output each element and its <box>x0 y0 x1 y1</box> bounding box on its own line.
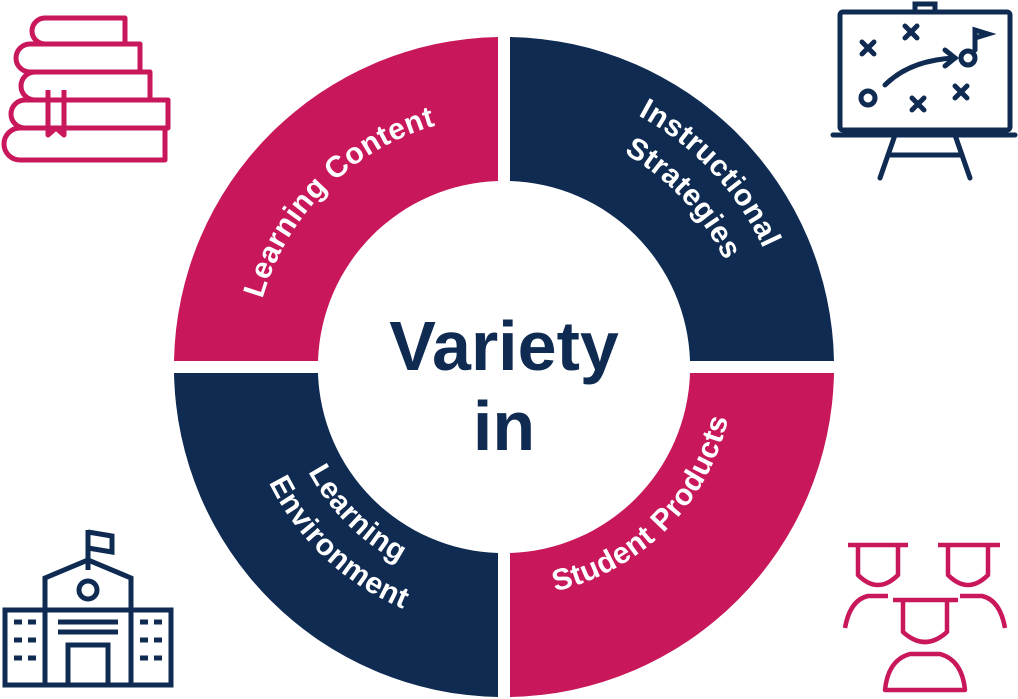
quadrant-student-products <box>510 373 834 697</box>
center-title-line1: Variety <box>389 307 619 385</box>
center-title-line2: in <box>473 387 535 465</box>
quadrant-learning-content <box>174 37 498 361</box>
quadrant-instructional-strategies <box>510 37 834 361</box>
books-icon <box>1 15 171 163</box>
school-building-icon <box>2 529 174 688</box>
quadrant-learning-environment <box>174 373 498 697</box>
students-graduates-icon <box>842 542 1008 693</box>
strategy-board-icon <box>830 1 1018 181</box>
